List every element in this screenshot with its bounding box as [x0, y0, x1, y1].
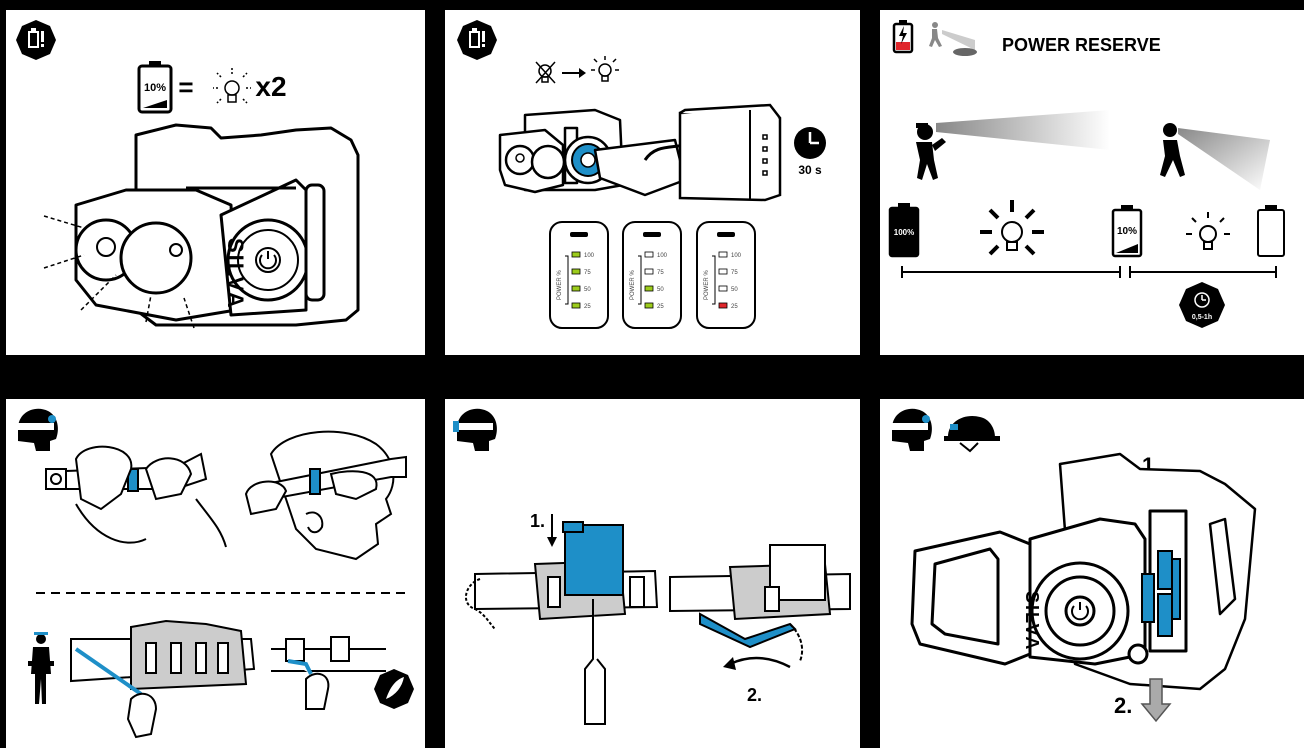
headlamp-illustration [74, 123, 360, 327]
gauge-axis-label: POWER % [557, 270, 563, 300]
headband-with-battery [465, 521, 659, 725]
gauge-led-50 [718, 285, 728, 292]
reserve-time-label: 0,5-1h [1192, 314, 1212, 321]
battery-full-icon: 100% [888, 203, 920, 258]
gauge-tick-label: 50 [657, 287, 664, 293]
bulb-dashed-icon [213, 68, 251, 104]
strap-buckle-detail [271, 636, 386, 710]
panel-power-reserve: POWER RESERVE 100% 10% [880, 10, 1304, 355]
arrow-down-icon [1140, 678, 1172, 723]
gauge-tick-label: 25 [657, 304, 664, 310]
gauge-tick-label: 100 [657, 253, 668, 259]
battery-gauge-card [549, 221, 609, 329]
bulb-off-icon [535, 61, 556, 84]
battery-low-icon: 10% [1111, 205, 1143, 258]
panel-headband-adjust [6, 399, 425, 748]
gauge-tick-label: 75 [584, 270, 591, 276]
bulb-bright-icon [980, 200, 1044, 256]
gauge-led-100 [571, 251, 581, 258]
gauge-tick-label: 50 [731, 287, 738, 293]
gauge-led-25 [718, 302, 728, 309]
timeline-axis [901, 266, 1277, 278]
gauge-axis-label: POWER % [630, 270, 636, 300]
gauge-bracket [638, 255, 642, 305]
gauge-port [570, 232, 588, 237]
reserve-timer-badge: 0,5-1h [1179, 282, 1225, 328]
timer-icon [794, 127, 826, 159]
gauge-led-75 [644, 268, 654, 275]
battery-charging-icon [892, 20, 914, 54]
warning-badge-icon [457, 20, 497, 60]
mount-clips [1141, 550, 1181, 637]
head-with-headband-icon [892, 408, 932, 451]
feather-badge-icon [374, 669, 414, 709]
panel-low-battery-boost: 10% = x2 SILVA [6, 10, 425, 355]
timer-label: 30 s [798, 163, 822, 177]
hands-adjusting-strap [45, 445, 227, 548]
battery-empty-icon [1257, 205, 1285, 257]
gauge-tick-label: 75 [657, 270, 664, 276]
bulb-on-icon [591, 56, 619, 82]
gauge-port [643, 232, 661, 237]
curved-arrow-icon [723, 656, 791, 670]
battery-full-label: 100% [894, 228, 914, 237]
gauge-port [717, 232, 735, 237]
gauge-tick-label: 25 [584, 304, 591, 310]
battery-gauge-card [622, 221, 682, 329]
battery-gauges: POWER % 100 75 50 25 POWER % 100 75 50 25 POWER % 1… [549, 221, 756, 329]
gauge-bracket [565, 255, 569, 305]
headband-with-cable [669, 544, 851, 662]
headband-plate [70, 619, 256, 739]
brand-logo: SILVA [1022, 591, 1042, 651]
gauge-axis-label: POWER % [704, 270, 710, 300]
walking-person-with-lamp-icon [1160, 123, 1270, 190]
battery-level-label: 10% [144, 82, 166, 94]
arrow-down-icon [547, 514, 557, 547]
step2-label: 2. [747, 685, 762, 705]
gauge-tick-label: 50 [584, 287, 591, 293]
panel-battery-mount: 1. 2. [445, 399, 860, 748]
powerbank-illustration [678, 103, 782, 202]
power-reserve-title: POWER RESERVE [1002, 35, 1161, 55]
gauge-tick-label: 75 [731, 270, 738, 276]
head-with-headband-icon [18, 408, 58, 451]
brand-logo: SILVA [223, 238, 248, 310]
gauge-led-75 [571, 268, 581, 275]
gauge-tick-label: 100 [731, 253, 742, 259]
panel-helmet-mount: 1. SILVA 2. [880, 399, 1304, 748]
helmet-icon [944, 415, 1000, 453]
gauge-tick-label: 25 [731, 304, 738, 310]
gauge-led-100 [644, 251, 654, 258]
finger-press [593, 138, 687, 197]
head-with-headband-icon [453, 408, 497, 451]
gauge-bracket [712, 255, 716, 305]
arrow-right-icon [562, 68, 586, 78]
bulb-dim-icon [1186, 212, 1230, 250]
warning-badge-icon [16, 20, 56, 60]
gauge-led-100 [718, 251, 728, 258]
walking-person-icon [929, 22, 977, 56]
gauge-tick-label: 100 [584, 253, 595, 259]
battery-gauge-card [696, 221, 756, 329]
person-with-lamp-icon [916, 110, 1110, 180]
multiplier-label: x2 [255, 71, 286, 102]
gauge-led-50 [644, 285, 654, 292]
step1-label: 1. [530, 511, 545, 531]
gauge-led-50 [571, 285, 581, 292]
battery-low-label: 10% [1117, 226, 1137, 237]
step2-label: 2. [1114, 693, 1132, 718]
head-adjusting-strap [244, 430, 407, 561]
battery-10-icon: 10% [137, 61, 173, 114]
equals-sign: = [178, 72, 193, 102]
worker-with-helmet-icon [28, 632, 54, 704]
gauge-led-25 [571, 302, 581, 309]
headlamp-illustration [910, 509, 1188, 666]
gauge-led-75 [718, 268, 728, 275]
light-beam-dashes [43, 215, 195, 329]
gauge-led-25 [644, 302, 654, 309]
